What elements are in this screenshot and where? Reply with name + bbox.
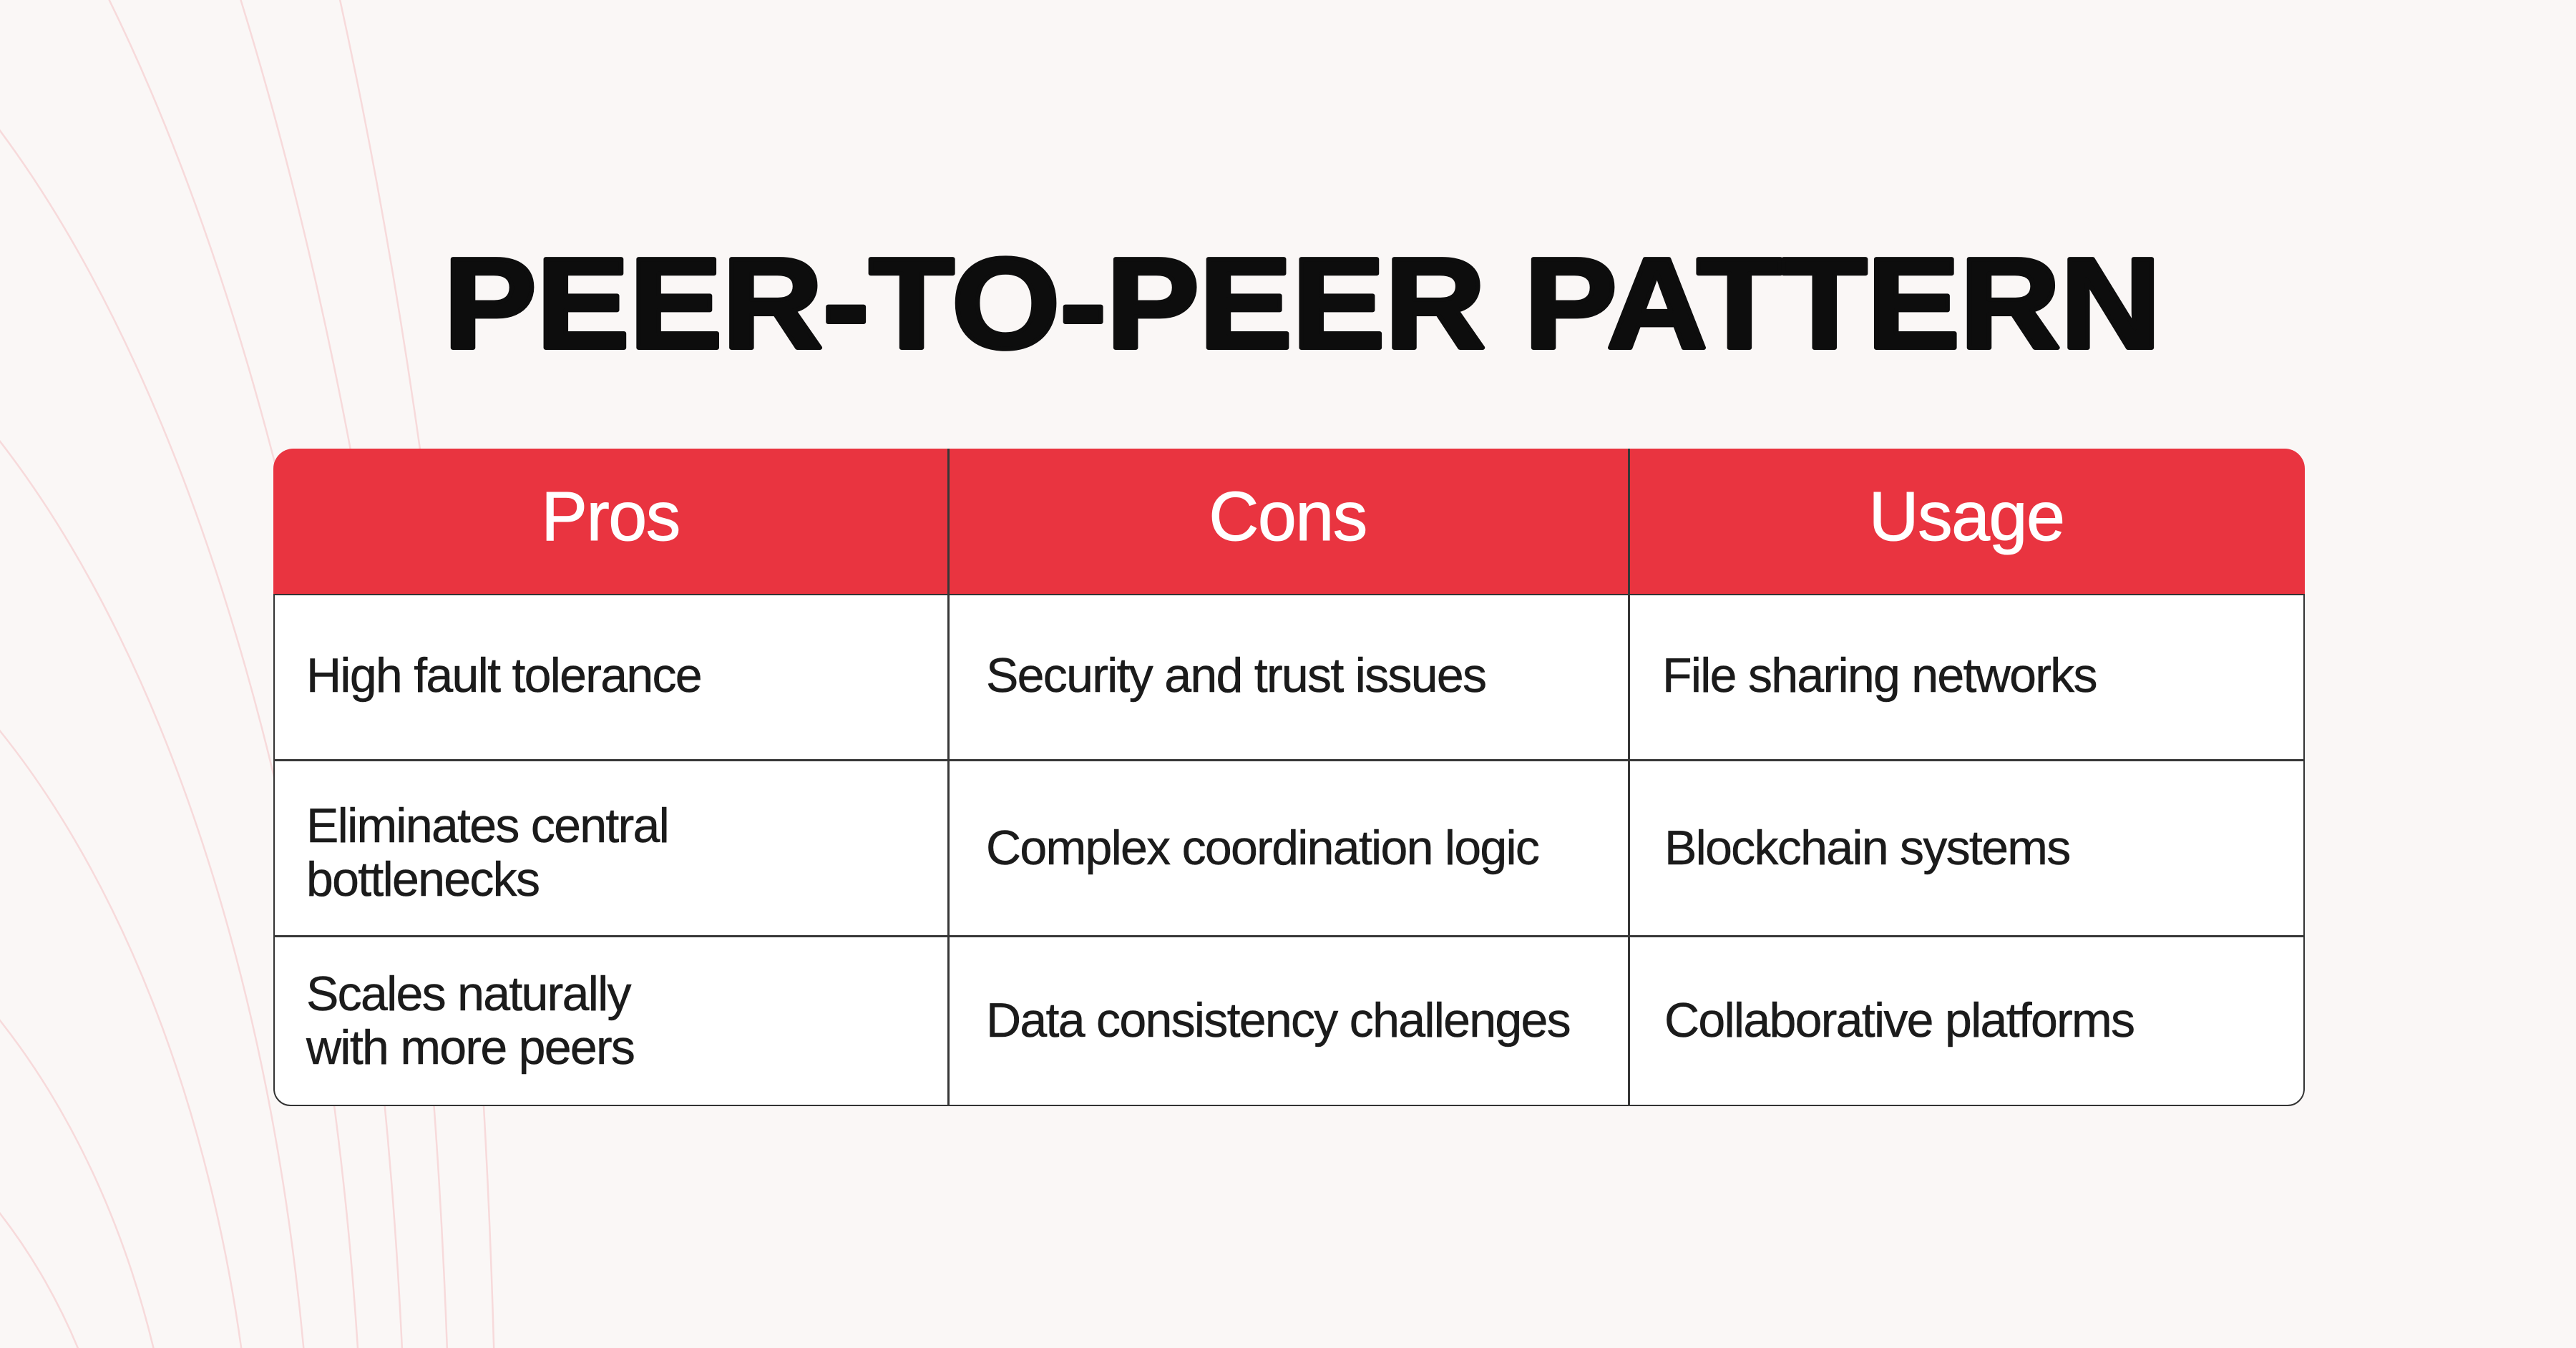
svg-text:PEER-TO-PEER PATTERN: PEER-TO-PEER PATTERN bbox=[444, 232, 2161, 376]
